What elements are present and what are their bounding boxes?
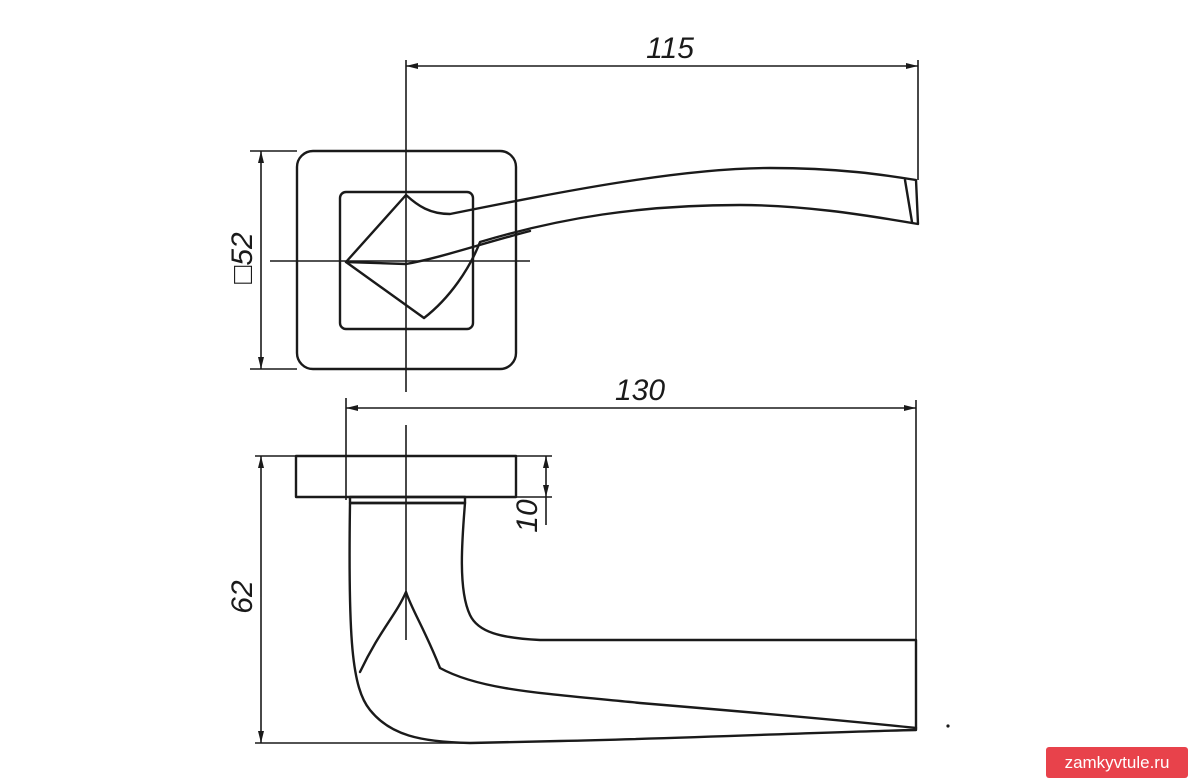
dimension-115: 115 bbox=[406, 32, 919, 180]
dimension-label-62: 62 bbox=[226, 580, 259, 614]
top-view bbox=[270, 60, 920, 392]
watermark-badge[interactable]: zamkyvtule.ru bbox=[1046, 747, 1188, 778]
lever-top-end-ridge bbox=[903, 178, 914, 224]
side-view bbox=[294, 425, 918, 745]
dimension-label-10: 10 bbox=[511, 499, 544, 533]
dimension-62: 62 bbox=[226, 455, 480, 744]
dimension-label-115: 115 bbox=[646, 32, 694, 65]
dimension-10: 10 bbox=[511, 455, 552, 533]
stray-dot bbox=[946, 724, 950, 728]
lever-top-shape bbox=[344, 166, 920, 320]
dimension-52: □52 bbox=[226, 150, 297, 370]
dimension-130: 130 bbox=[345, 374, 917, 640]
lever-side-shape bbox=[348, 501, 918, 745]
dimension-label-52: □52 bbox=[226, 232, 259, 284]
lever-side-curve bbox=[358, 590, 918, 730]
lever-top-ridge bbox=[344, 229, 532, 266]
dimension-label-130: 130 bbox=[615, 374, 665, 407]
